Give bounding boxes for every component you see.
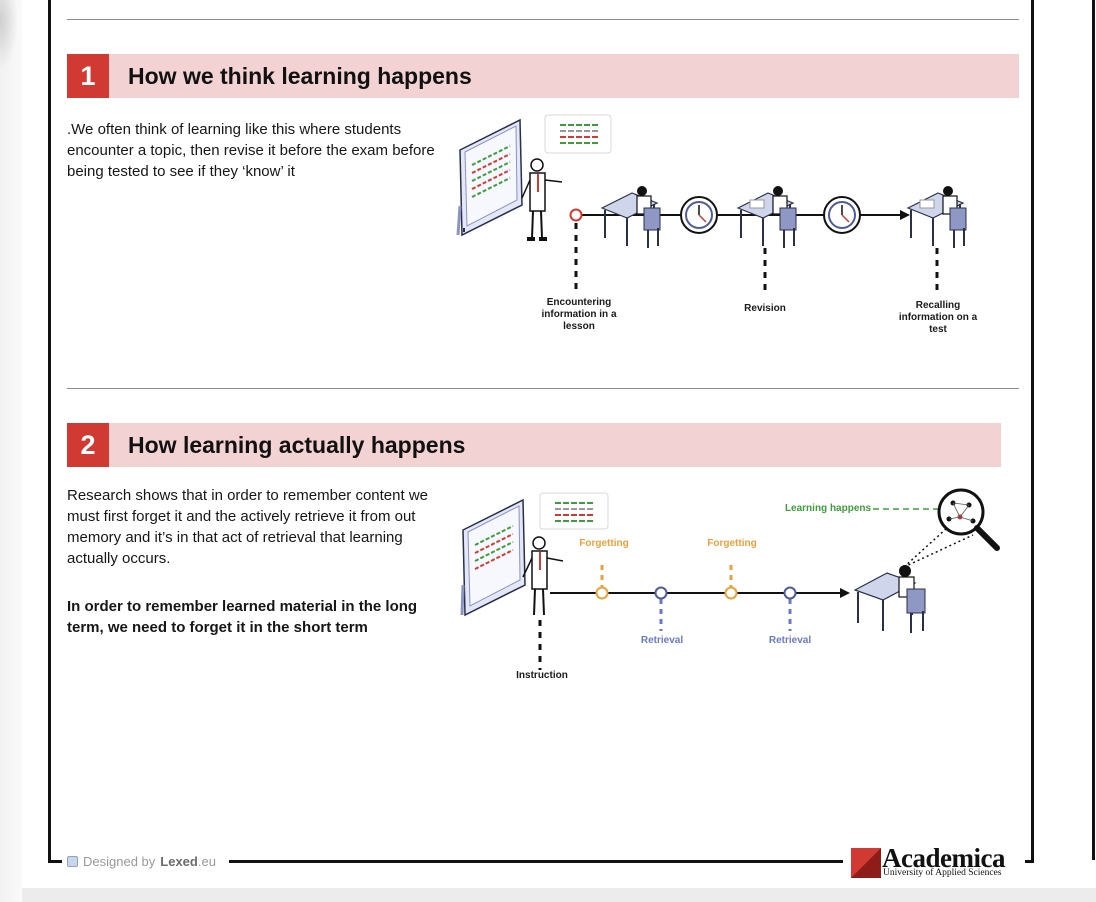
section1-body: .We often think of learning like this wh… <box>67 121 435 180</box>
document-card-icon <box>539 492 609 530</box>
footer-line-mid <box>229 860 843 863</box>
label-forgetting-2: Forgetting <box>707 538 757 549</box>
section1-header: 1 How we think learning happens <box>67 54 1019 98</box>
brand-tld: .eu <box>197 854 216 869</box>
section2-diagram <box>460 488 1000 670</box>
academica-logo-mark-icon <box>851 848 881 878</box>
label-retrieval-2: Retrieval <box>768 635 812 646</box>
divider-top <box>67 19 1019 20</box>
section2-bold-text: In order to remember learned material in… <box>67 598 418 636</box>
student-desk-icon <box>600 186 661 248</box>
clock-icon <box>823 196 861 234</box>
clock-icon <box>680 196 718 234</box>
section1-diagram <box>456 114 967 296</box>
whiteboard-icon <box>460 498 526 617</box>
section2-body: Research shows that in order to remember… <box>67 487 429 567</box>
label-encountering: Encountering information in a lesson <box>541 297 617 332</box>
footer-line-right <box>1025 860 1034 863</box>
divider-middle <box>67 388 1019 389</box>
section2-header: 2 How learning actually happens <box>67 423 1001 467</box>
logo-subtitle: University of Applied Sciences <box>883 868 1002 878</box>
student-desk-icon <box>906 186 967 248</box>
student-desk-icon <box>736 186 797 248</box>
label-forgetting-1: Forgetting <box>579 538 629 549</box>
brand-name: Lexed <box>160 854 198 869</box>
label-recalling: Recalling information on a test <box>898 300 978 335</box>
magnifier-icon <box>937 488 1000 551</box>
document-card-icon <box>544 114 612 154</box>
whiteboard-icon <box>456 118 523 237</box>
label-instruction: Instruction <box>516 670 568 681</box>
section1-title: How we think learning happens <box>128 63 472 89</box>
footer-line-left <box>48 860 62 863</box>
logo-name: Academica <box>882 843 1005 873</box>
teacher-icon <box>521 158 563 241</box>
section2-number: 2 <box>67 423 109 467</box>
designed-by-text: Designed by <box>83 854 156 869</box>
academica-logo: Academica University of Applied Sciences <box>850 843 1020 879</box>
left-page-shadow <box>0 0 22 902</box>
label-revision: Revision <box>744 303 786 314</box>
label-learning-happens: Learning happens <box>784 503 872 514</box>
section2-title: How learning actually happens <box>128 432 466 458</box>
section1-number: 1 <box>67 54 109 98</box>
student-desk-icon <box>853 565 926 633</box>
page-frame <box>48 0 1034 862</box>
bottom-strip <box>22 888 1096 902</box>
designed-by: Designed by Lexed.eu <box>67 854 216 869</box>
next-page-edge <box>1092 0 1095 860</box>
label-retrieval-1: Retrieval <box>640 635 684 646</box>
lexed-icon <box>67 856 78 867</box>
teacher-icon <box>522 536 564 616</box>
